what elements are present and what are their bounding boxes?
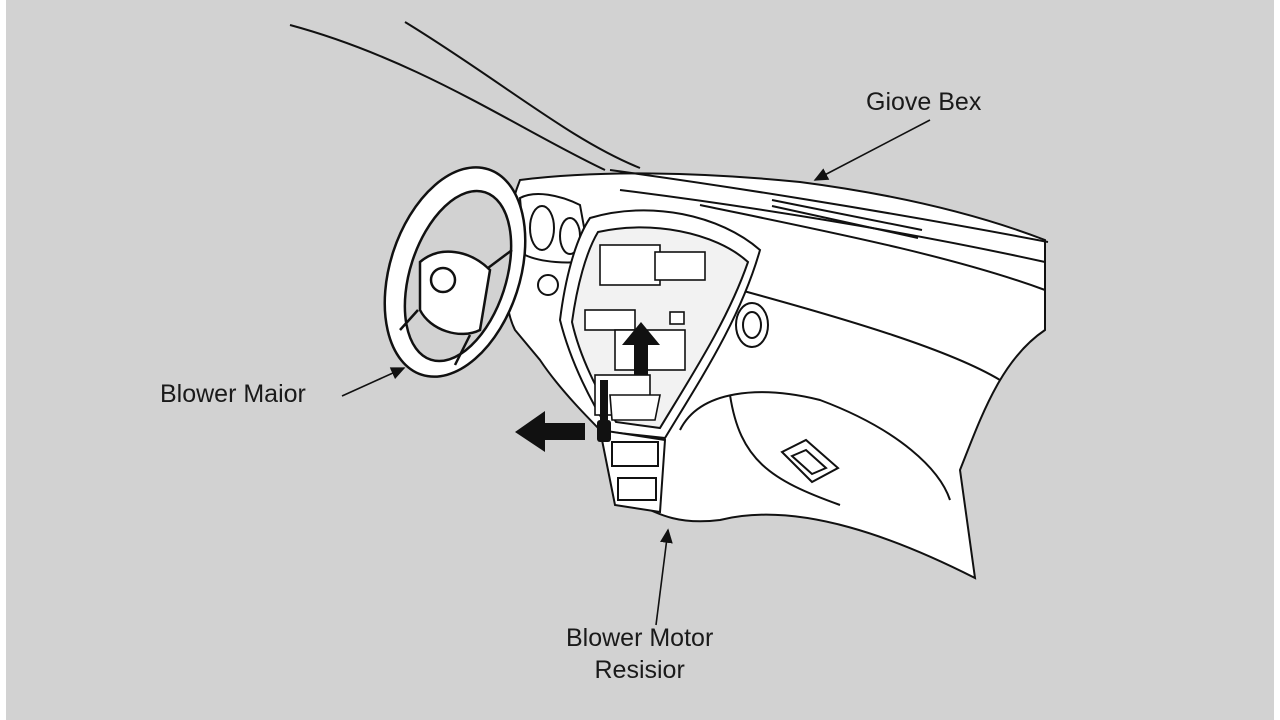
glove-box-leader (813, 119, 931, 181)
glove-box-handle (780, 438, 840, 484)
glove-box-outline (679, 391, 951, 506)
blower-motor-leader (341, 367, 406, 397)
blower-motor-resistor-label: Blower Motor Resisior (566, 622, 713, 686)
round-vent (735, 302, 769, 348)
resistor-label-line-2: Resisior (594, 656, 685, 684)
lower-console (598, 428, 667, 514)
resistor-leader (655, 528, 673, 626)
windshield (289, 21, 641, 171)
leader-lines (341, 119, 931, 626)
removal-arrows (515, 322, 660, 452)
defroster-vent (771, 199, 923, 239)
glove-box-label: Giove Bex (866, 88, 982, 116)
hvac-components (584, 244, 706, 421)
steering-wheel (383, 166, 527, 378)
resistor-label-line-1: Blower Motor (566, 624, 714, 652)
blower-motor-label: Blower Maior (160, 380, 306, 408)
dash-top-contours (609, 169, 1049, 381)
